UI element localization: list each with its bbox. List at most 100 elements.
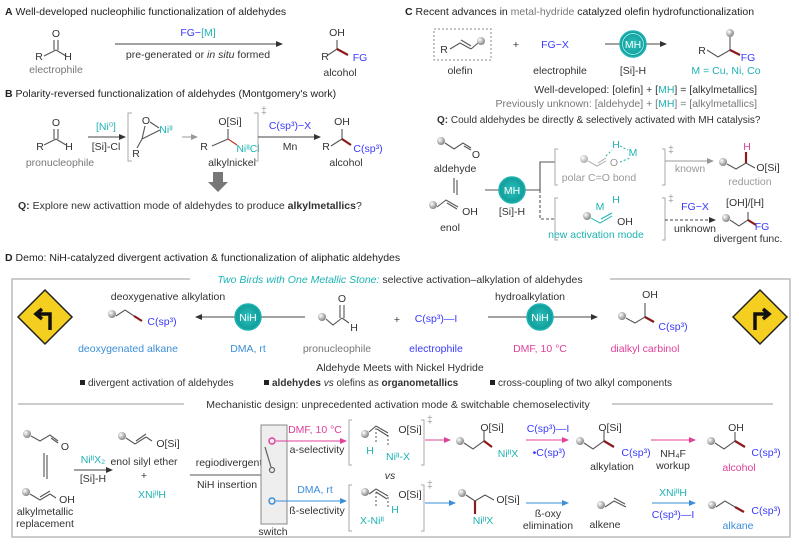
scheme-label: FG−[M] (180, 27, 215, 39)
scheme-label: ‡ (261, 105, 267, 117)
scheme-label: electrophile (29, 64, 83, 76)
scheme-label: elimination (523, 520, 573, 532)
scheme-label: Previously unknown: [aldehyde] + [MH] = … (496, 98, 758, 110)
scheme-label: cross-coupling of two alkyl components (498, 378, 672, 389)
feature-bullets: divergent activation of aldehydes aldehy… (80, 378, 672, 389)
scheme-label: divergent activation of aldehydes (88, 378, 234, 389)
scheme-label: X-Niᴵᴵ (360, 515, 384, 527)
scheme-label: vs (385, 470, 396, 482)
scheme-label: C(sp³) (147, 316, 176, 328)
scheme-label: NiᴵᴵX (498, 448, 518, 460)
scheme-label: C(sp³)−X (269, 120, 311, 132)
nih-catalyst-icon (526, 303, 554, 331)
scheme-label: Niᴵᴵ-X (386, 451, 410, 463)
scheme-label: XNiᴵᴵH (659, 487, 687, 499)
scheme-label: ß-oxy (535, 508, 562, 520)
scheme-label: OH (617, 216, 633, 228)
scheme-label: C(sp³)—I (652, 509, 695, 521)
scheme-label: alkylation (590, 461, 634, 473)
section-a: A Well-developed nucleophilic functional… (5, 6, 367, 79)
scheme-label: reduction (728, 176, 771, 188)
scheme-label: C(sp³)—I (527, 423, 570, 435)
scheme-label: O[Si] (756, 162, 779, 174)
scheme-label: H (743, 141, 751, 153)
scheme-label: olefin (447, 65, 472, 77)
turn-right-sign-icon (731, 288, 789, 346)
section-b: B Polarity-reversed functionalization of… (5, 88, 383, 212)
scheme-label: M (629, 147, 638, 159)
scheme-label: OH (462, 206, 478, 218)
scheme-label: [Si]-H (499, 206, 525, 218)
scheme-label: enol (440, 222, 460, 234)
scheme-label: D Demo: NiH-catalyzed divergent activati… (5, 252, 400, 264)
scheme-label: switch (258, 526, 287, 538)
section-c: C Recent advances in metal-hydride catal… (405, 6, 782, 245)
scheme-label: O (472, 149, 480, 161)
scheme-label: O (52, 117, 60, 129)
scheme-label: B Polarity-reversed functionalization of… (5, 88, 336, 100)
scheme-label: NiH (239, 312, 257, 324)
scheme-label: NH₄F (660, 448, 686, 460)
scheme-label: OH (642, 289, 658, 301)
scheme-label: replacement (16, 518, 74, 530)
scheme-label: O[Si] (218, 116, 241, 128)
down-arrow-icon (208, 172, 228, 192)
scheme-label: R (132, 148, 140, 160)
scheme-label: enol silyl ether (110, 456, 178, 468)
scheme-label: deoxygenated alkane (78, 343, 178, 355)
scheme-label: [Si]-H (620, 65, 646, 77)
scheme-label: C(sp³) (353, 143, 382, 155)
scheme-label: Mechanistic design: unprecedented activa… (206, 399, 590, 411)
scheme-label: Q: Explore new activattion mode of aldeh… (18, 200, 362, 212)
scheme-label: NiᴵᴵX₂ (81, 454, 106, 466)
scheme-label: + (141, 470, 147, 482)
scheme-label: pronucleophile (303, 343, 371, 355)
scheme-label: aldehydes vs olefins as organometallics (272, 378, 459, 389)
scheme-label: FG (755, 221, 770, 233)
scheme-label: alcohol (323, 67, 356, 79)
scheme-label: DMF, 10 °C (513, 343, 567, 355)
scheme-label: O[Si] (496, 494, 519, 506)
scheme-label: O (61, 441, 69, 453)
scheme-label: O (52, 28, 60, 40)
scheme-label: alcohol (329, 157, 362, 169)
scheme-label: C(sp³)—I (415, 313, 458, 325)
scheme-label: O (338, 293, 346, 305)
scheme-label: OH (329, 27, 345, 39)
scheme-label: Q: Could aldehydes be directly & selecti… (437, 115, 761, 126)
scheme-label: new activation mode (548, 229, 644, 241)
scheme-label: electrophile (533, 65, 587, 77)
scheme-label: H (391, 504, 399, 516)
scheme-label: O (142, 115, 150, 127)
scheme-label: H (65, 141, 73, 153)
scheme-label: alkene (590, 519, 621, 531)
mh-catalyst-icon (498, 176, 526, 204)
scheme-label: Well-developed: [olefin] + [MH] = [alkyl… (534, 84, 757, 96)
scheme-label: H (366, 445, 374, 457)
scheme-label: alkylmetallic (17, 506, 74, 518)
scheme-label: •C(sp³) (533, 447, 566, 459)
scheme-label: H (350, 322, 358, 334)
scheme-label: hydroalkylation (495, 291, 565, 303)
scheme-label: known (675, 163, 706, 175)
scheme-label: R (440, 44, 448, 56)
scheme-label: pronucleophile (26, 157, 94, 169)
scheme-label: ‡ (427, 479, 433, 491)
scheme-label: DMA, rt (230, 343, 266, 355)
scheme-label: ß-selectivity (289, 505, 345, 517)
section-d: D Demo: NiH-catalyzed divergent activati… (5, 252, 791, 538)
scheme-label: NiᴵᴵCl (236, 143, 259, 155)
scheme-label: regiodivergent (196, 457, 263, 469)
scheme-label: H (612, 139, 620, 151)
scheme-label: O[Si] (480, 422, 503, 434)
scheme-label: R (322, 141, 330, 153)
scheme-label: C(sp³) (751, 505, 780, 517)
scheme-label: aldehyde (434, 163, 477, 175)
scheme-label: FG (741, 52, 756, 64)
scheme-label: FG−X (681, 201, 709, 213)
scheme-label: alkane (723, 520, 754, 532)
scheme-label: O (610, 157, 618, 169)
scheme-label: dialkyl carbinol (611, 343, 680, 355)
scheme-label: M (596, 201, 605, 213)
